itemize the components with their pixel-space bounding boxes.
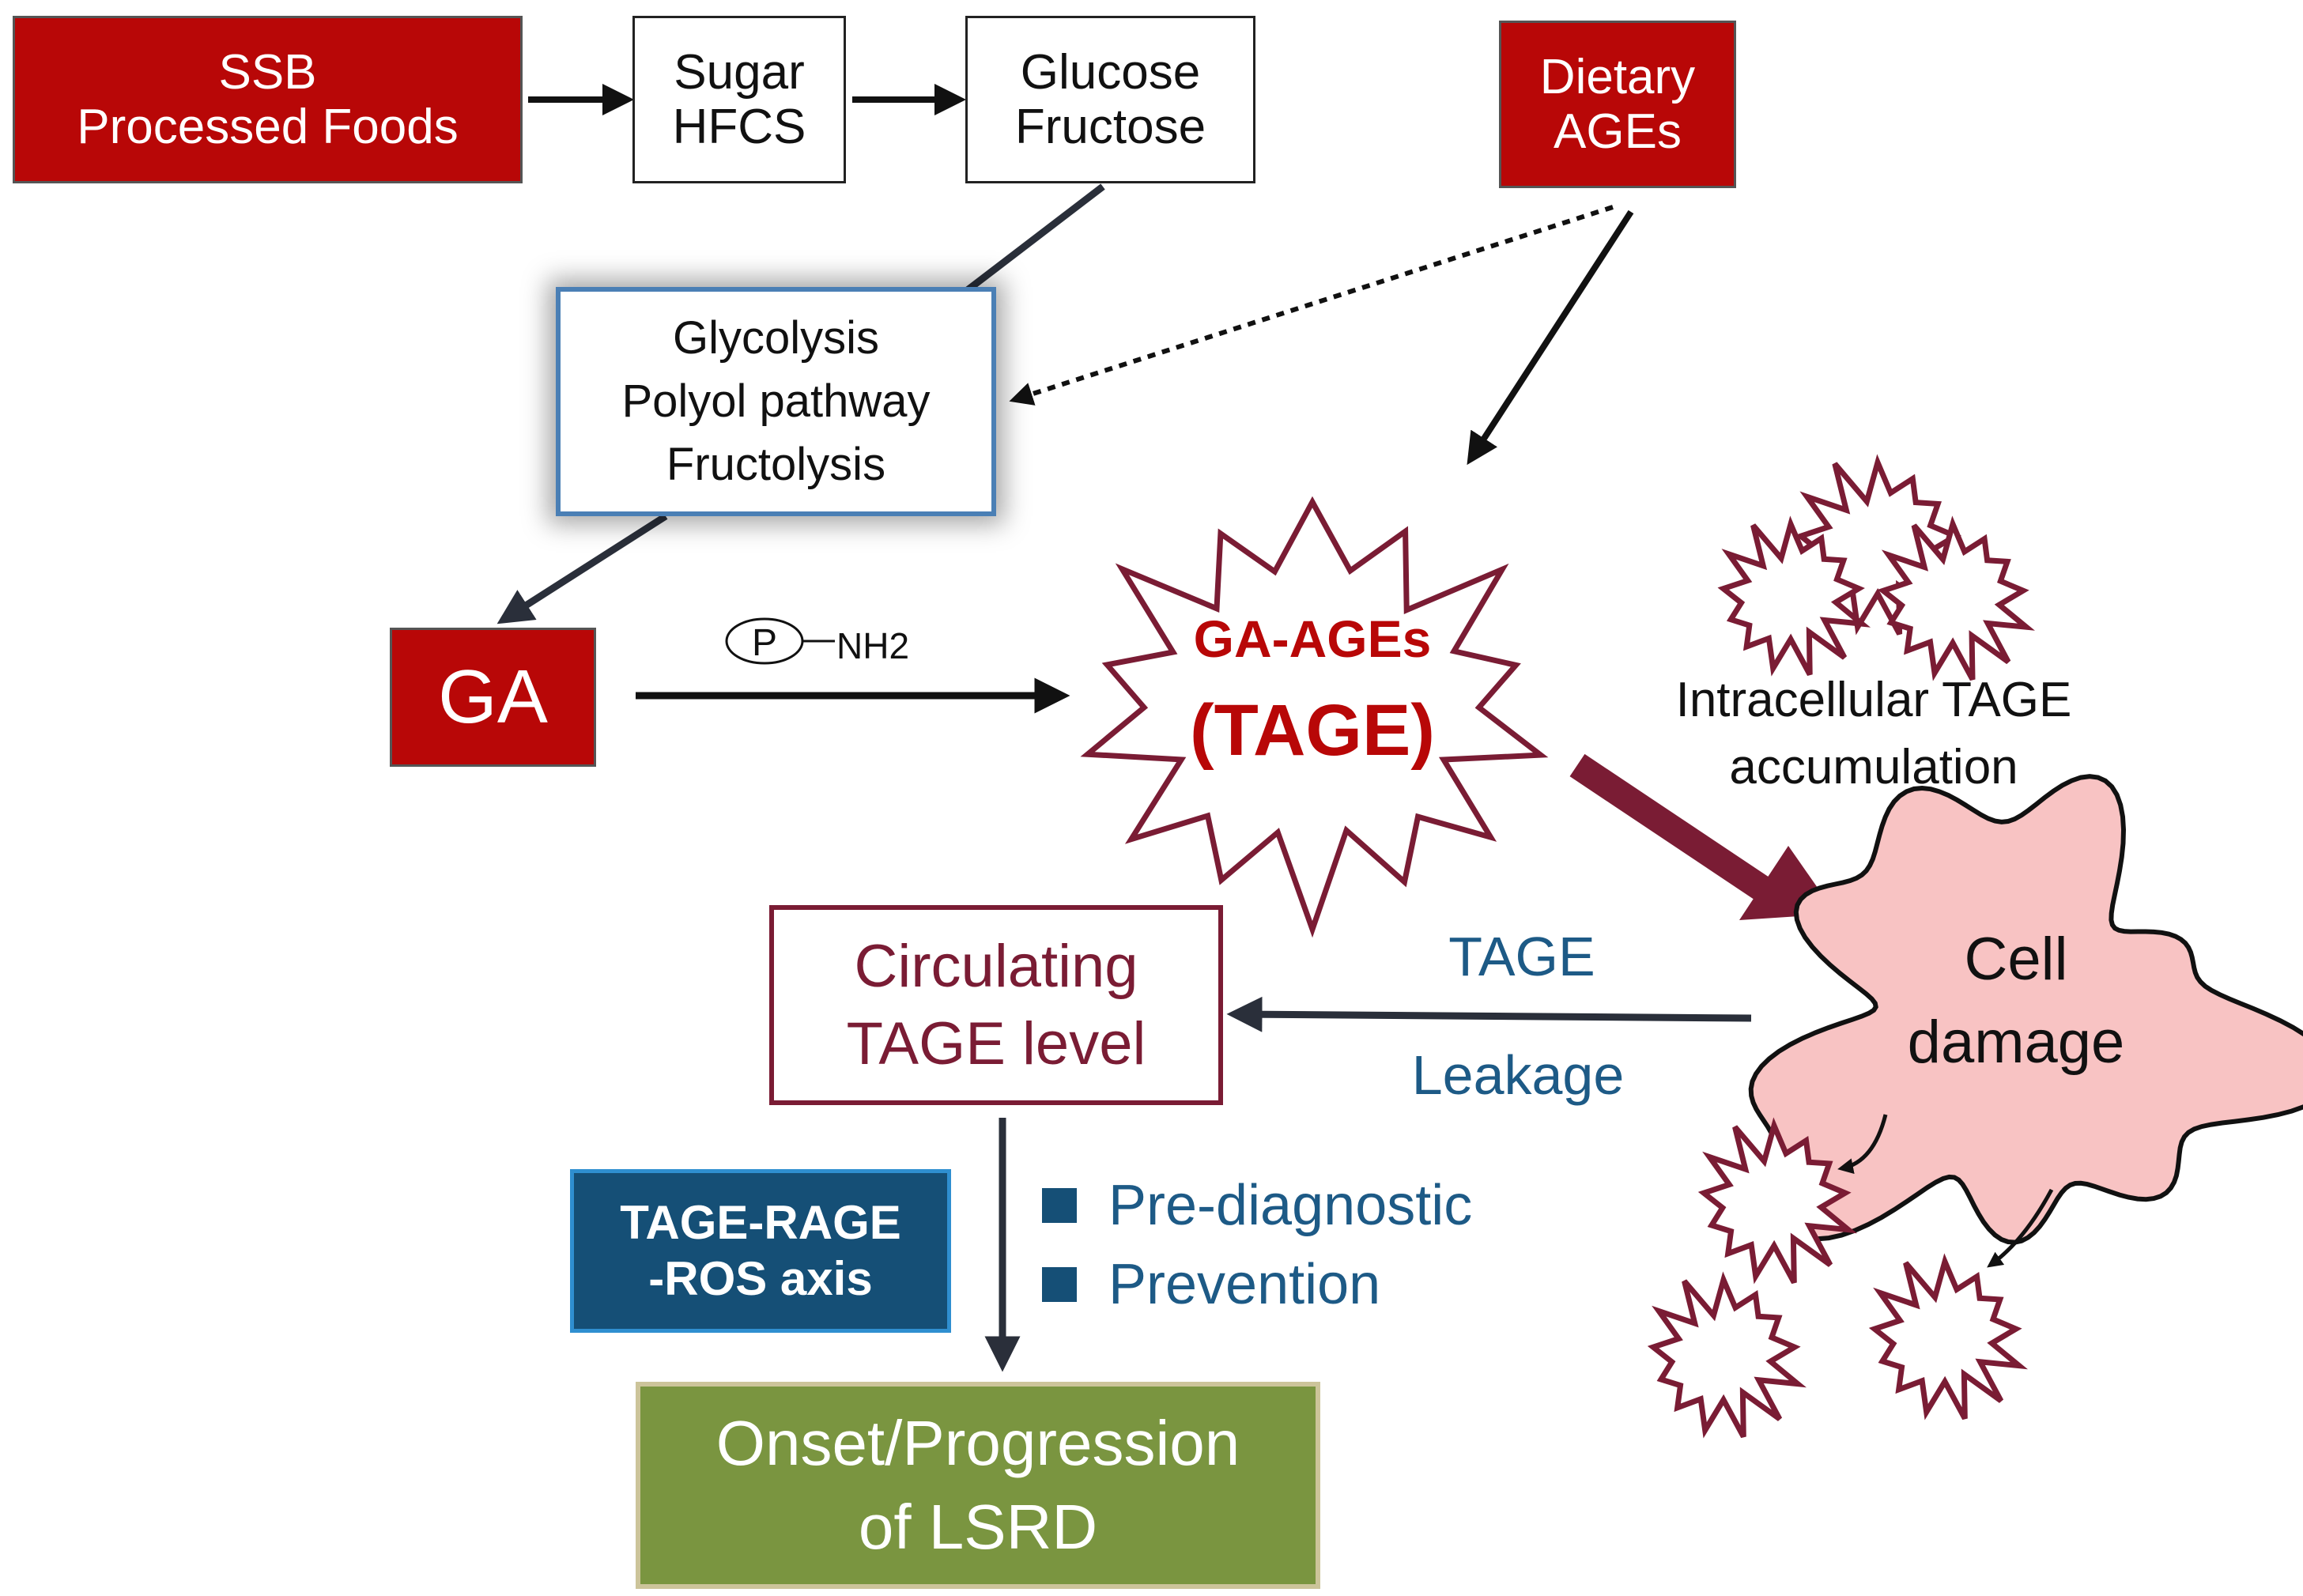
- tage-burst-small: [1877, 515, 2035, 681]
- bullet-text: Prevention: [1108, 1253, 1381, 1316]
- ga-ages-starburst: [1080, 496, 1549, 938]
- release-arrow: [1987, 1188, 2054, 1268]
- arrow-cell-to-circulating: [1226, 996, 1752, 1032]
- circulating-tage-box: Circulating TAGE level: [769, 905, 1223, 1105]
- box-line: Glycolysis: [672, 311, 880, 364]
- box-line: Fructose: [1014, 100, 1206, 154]
- cell-damage-shape: [1748, 774, 2303, 1245]
- bullet-square-icon: [1042, 1267, 1077, 1302]
- tage-label: TAGE: [1448, 926, 1595, 987]
- release-arrow: [1837, 1114, 1888, 1175]
- box-line: Dietary: [1539, 49, 1696, 104]
- box-line: SSB: [218, 44, 317, 100]
- bullet-item: Prevention: [1042, 1252, 1380, 1317]
- arrow-glycolysis-to-ga: [496, 513, 668, 624]
- nh2-label: NH2: [836, 625, 910, 666]
- ga-ages-title: GA-AGEs: [1193, 609, 1432, 668]
- intracellular-label-line2: accumulation: [1729, 740, 2018, 794]
- bullet-text: Pre-diagnostic: [1108, 1174, 1473, 1237]
- box-line: GA: [438, 655, 548, 740]
- box-line: HFCS: [672, 100, 806, 154]
- tage-rage-ros-axis-box: TAGE-RAGE -ROS axis: [570, 1169, 951, 1333]
- tage-burst-small: [1717, 515, 1871, 677]
- intracellular-label-line1: Intracellular TAGE: [1675, 673, 2072, 727]
- dietary-ages-box: Dietary AGEs: [1499, 21, 1736, 188]
- cell-damage-label-line2: damage: [1907, 1009, 2125, 1076]
- arrow-dietary-to-glycolysis-dotted: [1009, 205, 1614, 406]
- glucose-fructose-box: Glucose Fructose: [965, 16, 1255, 183]
- box-line: Processed Foods: [77, 100, 459, 154]
- bullet-item: Pre-diagnostic: [1042, 1173, 1472, 1238]
- tage-burst-small: [1868, 1253, 2028, 1421]
- box-line: Polyol pathway: [621, 375, 931, 427]
- bullet-square-icon: [1042, 1188, 1077, 1223]
- box-line: Glucose: [1020, 44, 1201, 100]
- box-line: -ROS axis: [648, 1251, 873, 1305]
- sugar-hfcs-box: Sugar HFCS: [632, 16, 846, 183]
- box-line: Circulating: [854, 933, 1138, 1001]
- box-line: TAGE level: [846, 1009, 1146, 1077]
- leakage-label: Leakage: [1411, 1044, 1625, 1106]
- arrow-ga-ages-to-cell: [1569, 753, 1771, 901]
- cell-damage-label-line1: Cell: [1964, 926, 2068, 993]
- box-line: Sugar: [674, 44, 805, 100]
- arrow-dietary-to-ga-ages: [1467, 209, 1634, 466]
- phosphate-symbol: P: [752, 622, 777, 664]
- box-line: AGEs: [1554, 104, 1682, 159]
- tage-burst-small: [1697, 1117, 1857, 1285]
- ssb-processed-foods-box: SSB Processed Foods: [13, 16, 523, 183]
- tage-burst-small: [1647, 1271, 1807, 1439]
- box-line: Onset/Progression: [715, 1408, 1240, 1479]
- ga-box: GA: [390, 628, 596, 767]
- box-line: TAGE-RAGE: [620, 1195, 901, 1249]
- ga-ages-subtitle: (TAGE): [1189, 690, 1435, 771]
- glycolysis-pathways-box: Glycolysis Polyol pathway Fructolysis: [556, 287, 996, 516]
- box-line: Fructolysis: [666, 439, 886, 491]
- onset-progression-box: Onset/Progression of LSRD: [636, 1382, 1320, 1589]
- box-line: of LSRD: [858, 1492, 1098, 1562]
